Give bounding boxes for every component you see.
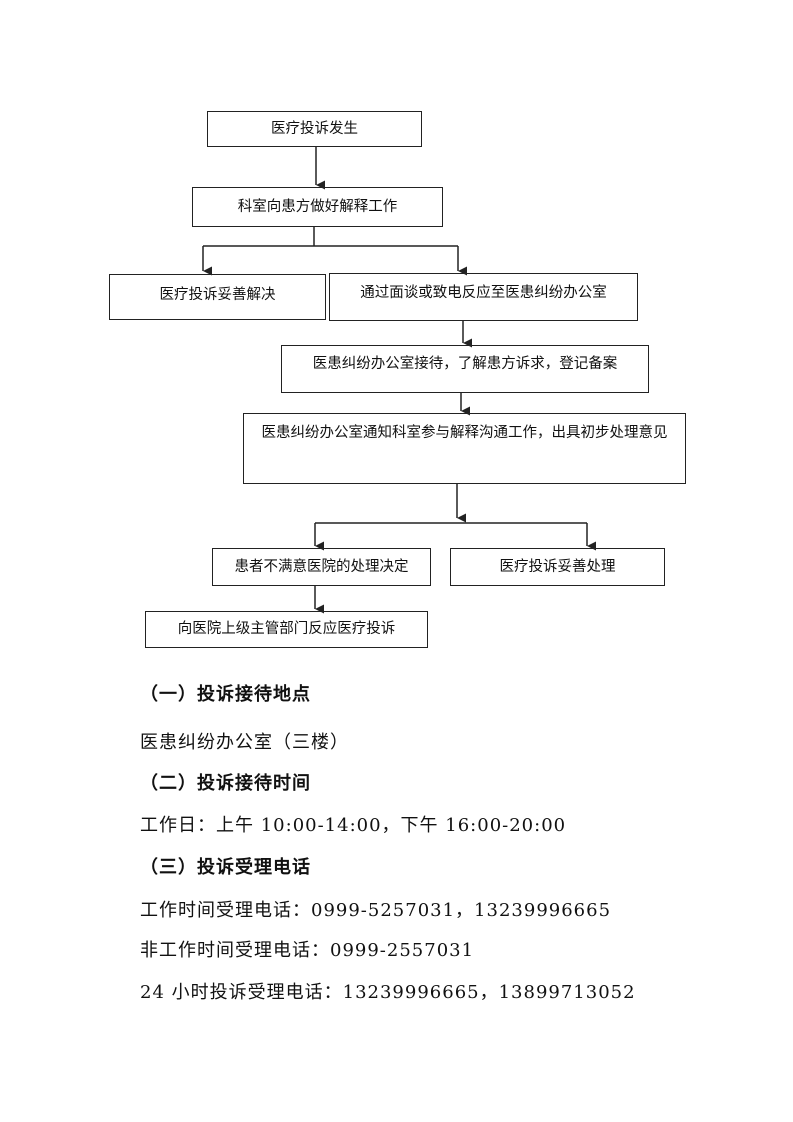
section-heading-hours: （二）投诉接待时间 [140, 773, 311, 794]
phone-working-hours: 工作时间受理电话：0999-5257031，13239996665 [140, 900, 612, 921]
phone-24-hours: 24 小时投诉受理电话：13239996665，13899713052 [140, 982, 636, 1003]
flow-step-report-to-office: 通过面谈或致电反应至医患纠纷办公室 [329, 273, 638, 321]
section-heading-phones: （三）投诉受理电话 [140, 857, 311, 878]
flow-step-properly-handled: 医疗投诉妥善处理 [450, 548, 665, 586]
section-heading-location: （一）投诉接待地点 [140, 684, 311, 705]
flow-step-office-notifies: 医患纠纷办公室通知科室参与解释沟通工作，出具初步处理意见 [243, 413, 686, 484]
flow-step-resolved: 医疗投诉妥善解决 [109, 274, 326, 320]
flow-step-complaint-occurs: 医疗投诉发生 [207, 111, 422, 147]
phone-non-working-hours: 非工作时间受理电话：0999-2557031 [140, 940, 475, 961]
hours-text: 工作日：上午 10:00-14:00，下午 16:00-20:00 [140, 815, 567, 836]
location-text: 医患纠纷办公室（三楼） [140, 732, 349, 753]
flow-step-department-explains: 科室向患方做好解释工作 [192, 187, 443, 227]
flow-step-office-reception: 医患纠纷办公室接待，了解患方诉求，登记备案 [281, 345, 649, 393]
flow-step-escalate: 向医院上级主管部门反应医疗投诉 [145, 611, 428, 648]
flow-step-patient-unsatisfied: 患者不满意医院的处理决定 [212, 548, 431, 586]
